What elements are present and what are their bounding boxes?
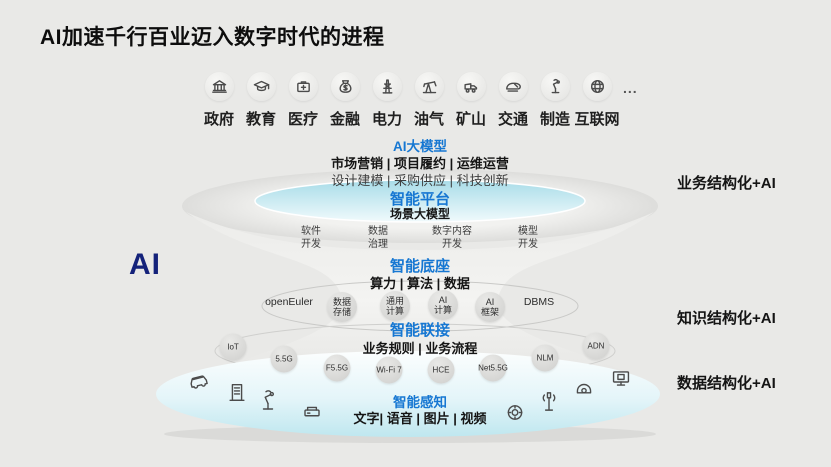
industry-item: 互联网: [575, 72, 620, 129]
industry-label: 电力: [371, 111, 402, 128]
side-label-business: 业务结构化+AI: [677, 175, 776, 192]
industry-label: 互联网: [574, 111, 620, 128]
industry-label: 油气: [413, 111, 444, 128]
layer-title-foundation: 智能底座: [389, 258, 451, 275]
more-industries-indicator: ...: [623, 80, 638, 96]
chip-net55g: Net5.5G: [478, 354, 508, 382]
chip-adn: ADN: [582, 332, 610, 360]
industry-item: 政府: [201, 72, 237, 129]
platform-item: 模型 开发: [518, 226, 538, 250]
platform-subtitle: 场景大模型: [389, 207, 451, 221]
server-rack-icon: [226, 382, 248, 409]
chip-f55g: F5.5G: [323, 354, 351, 382]
layer-title-platform: 智能平台: [389, 191, 451, 208]
oil-gas-icon: [414, 72, 444, 101]
label-dbms: DBMS: [523, 296, 555, 308]
chip-55g: 5.5G: [270, 345, 298, 373]
robot-arm-icon: [256, 389, 280, 418]
camera-lens-icon: [505, 403, 525, 428]
industry-label: 制造: [539, 111, 570, 128]
education-icon: [246, 72, 276, 101]
industry-item: 电力: [369, 72, 405, 129]
dome-camera-icon: [574, 381, 595, 407]
ai-model-line1: 市场营销 | 项目履约 | 运维运营: [331, 156, 509, 171]
perception-subtitle: 文字| 语音 | 图片 | 视频: [353, 411, 487, 426]
industry-item: 油气: [411, 72, 447, 129]
scanner-icon: [302, 400, 323, 426]
industry-label: 医疗: [287, 111, 318, 128]
chip-data-storage: 数据 存储: [327, 292, 357, 322]
industry-row: 政府 教育 医疗 金融 电力: [201, 72, 638, 129]
platform-item: 数字内容 开发: [432, 226, 472, 250]
chip-hce: HCE: [427, 356, 455, 384]
chip-general-compute: 通用 计算: [380, 291, 410, 321]
platform-item: 软件 开发: [301, 226, 321, 250]
industry-item: 医疗: [285, 72, 321, 129]
top-cyan-ellipse: [254, 179, 586, 223]
chip-ai-framework: AI 框架: [475, 292, 505, 322]
industry-item: 交通: [495, 72, 531, 129]
foundation-subtitle: 算力 | 算法 | 数据: [370, 276, 470, 291]
layer-title-connection: 智能联接: [389, 322, 451, 339]
side-label-knowledge: 知识结构化+AI: [677, 310, 776, 327]
ai-model-line2: 设计建模 | 采购供应 | 科技创新: [331, 173, 509, 188]
industry-label: 矿山: [455, 111, 486, 128]
layer-title-ai-model: AI大模型: [393, 139, 447, 154]
industry-item: 教育: [243, 72, 279, 129]
healthcare-icon: [288, 72, 318, 101]
monitor-icon: [611, 368, 632, 394]
chip-wifi7: Wi-Fi 7: [375, 356, 403, 384]
base-station-icon: [538, 390, 561, 418]
chip-ai-compute: AI 计算: [428, 290, 458, 320]
power-icon: [372, 72, 402, 101]
internet-icon: [582, 72, 612, 101]
label-openeuler: openEuler: [265, 296, 313, 308]
page-title: AI加速千行百业迈入数字时代的进程: [40, 26, 385, 49]
orbit-ring-foundation: [261, 280, 579, 332]
industry-label: 教育: [245, 111, 276, 128]
chip-iot: IoT: [219, 333, 247, 361]
manufacturing-icon: [540, 72, 570, 101]
industry-label: 金融: [329, 111, 360, 128]
platform-item: 数据 治理: [368, 226, 388, 250]
bottom-ellipse: [156, 351, 660, 437]
car-icon: [185, 367, 213, 399]
mining-icon: [456, 72, 486, 101]
industry-label: 政府: [203, 111, 234, 128]
industry-item: 金融: [327, 72, 363, 129]
industry-label: 交通: [497, 111, 528, 128]
industry-item: 矿山: [453, 72, 489, 129]
connection-subtitle: 业务规则 | 业务流程: [362, 341, 478, 356]
chip-nlm: NLM: [531, 344, 559, 372]
layer-title-perception: 智能感知: [393, 395, 447, 410]
government-icon: [204, 72, 234, 101]
transport-icon: [498, 72, 528, 101]
side-label-data: 数据结构化+AI: [677, 375, 776, 392]
finance-icon: [330, 72, 360, 101]
ai-side-label: AI: [129, 248, 161, 281]
industry-item: 制造: [537, 72, 573, 129]
